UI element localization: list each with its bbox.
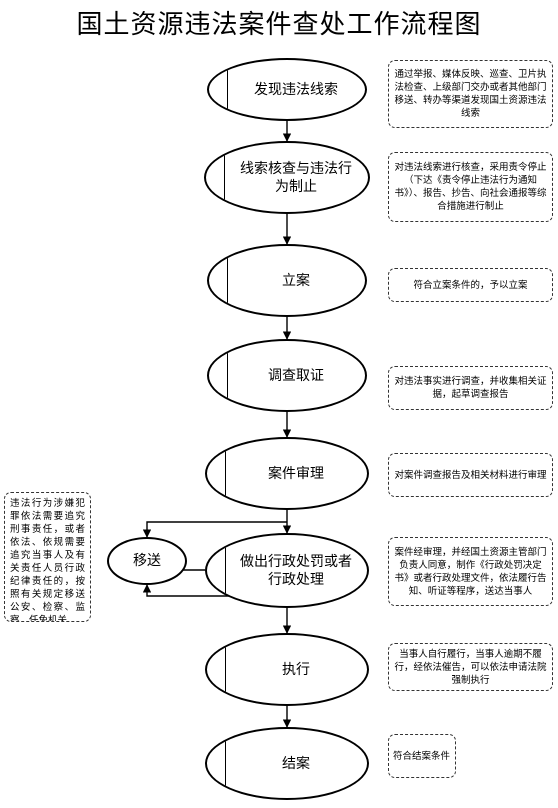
- step-divider: [227, 250, 228, 311]
- step-divider: [225, 539, 226, 602]
- note-close-case: 符合结案条件: [388, 734, 456, 778]
- step-label: 线索核查与违法行为制止: [240, 160, 352, 195]
- step-label: 案件审理: [268, 465, 324, 482]
- step-discover-clue: 发现违法线索: [207, 58, 367, 121]
- step-label: 移送: [133, 553, 161, 569]
- step-verify-and-stop: 线索核查与违法行为制止: [204, 141, 370, 214]
- note-verify-and-stop: 对违法线索进行核查，采用责令停止（下达《责令停止违法行为通知书》）、报告、抄告、…: [388, 152, 553, 222]
- step-transfer: 移送: [107, 537, 187, 585]
- step-close-case: 结案: [205, 727, 369, 800]
- page-title: 国土资源违法案件查处工作流程图: [76, 10, 482, 40]
- step-case-review: 案件审理: [205, 437, 369, 510]
- note-case-review: 对案件调查报告及相关材料进行审理: [388, 453, 553, 497]
- step-label: 结案: [282, 755, 310, 772]
- step-divider: [227, 345, 228, 406]
- step-file-case: 立案: [207, 244, 367, 317]
- step-enforce: 执行: [205, 633, 369, 706]
- arrow-to-transfer: [142, 521, 287, 538]
- step-label: 做出行政处罚或者行政处理: [240, 553, 352, 588]
- step-label: 执行: [282, 661, 310, 678]
- step-divider: [225, 733, 226, 794]
- note-enforce: 当事人自行履行，当事人逾期不履行，经依法催告，可以依法申请法院强制执行: [388, 643, 553, 691]
- note-penalty-decision: 案件经审理，并经国土资源主管部门负责人同意，制作《行政处罚决定书》或者行政处理文…: [388, 537, 553, 606]
- note-transfer: 违法行为涉嫌犯罪依法需要追究刑事责任，或者依法、依规需要追究当事人及有关责任人员…: [4, 492, 91, 622]
- step-divider: [225, 639, 226, 700]
- note-file-case: 符合立案条件的，予以立案: [388, 268, 553, 302]
- step-investigate: 调查取证: [207, 339, 367, 412]
- step-divider: [227, 64, 228, 115]
- step-penalty-decision: 做出行政处罚或者行政处理: [205, 533, 369, 608]
- step-label: 立案: [282, 272, 310, 289]
- step-label: 发现违法线索: [254, 81, 338, 98]
- step-label: 调查取证: [268, 367, 324, 384]
- step-divider: [225, 443, 226, 504]
- step-divider: [224, 147, 225, 208]
- note-discover-clue: 通过举报、媒体反映、巡查、卫片执法检查、上级部门交办或者其他部门移送、转办等渠道…: [388, 60, 553, 128]
- note-investigate: 对违法事实进行调查，并收集相关证据，起草调查报告: [388, 366, 553, 410]
